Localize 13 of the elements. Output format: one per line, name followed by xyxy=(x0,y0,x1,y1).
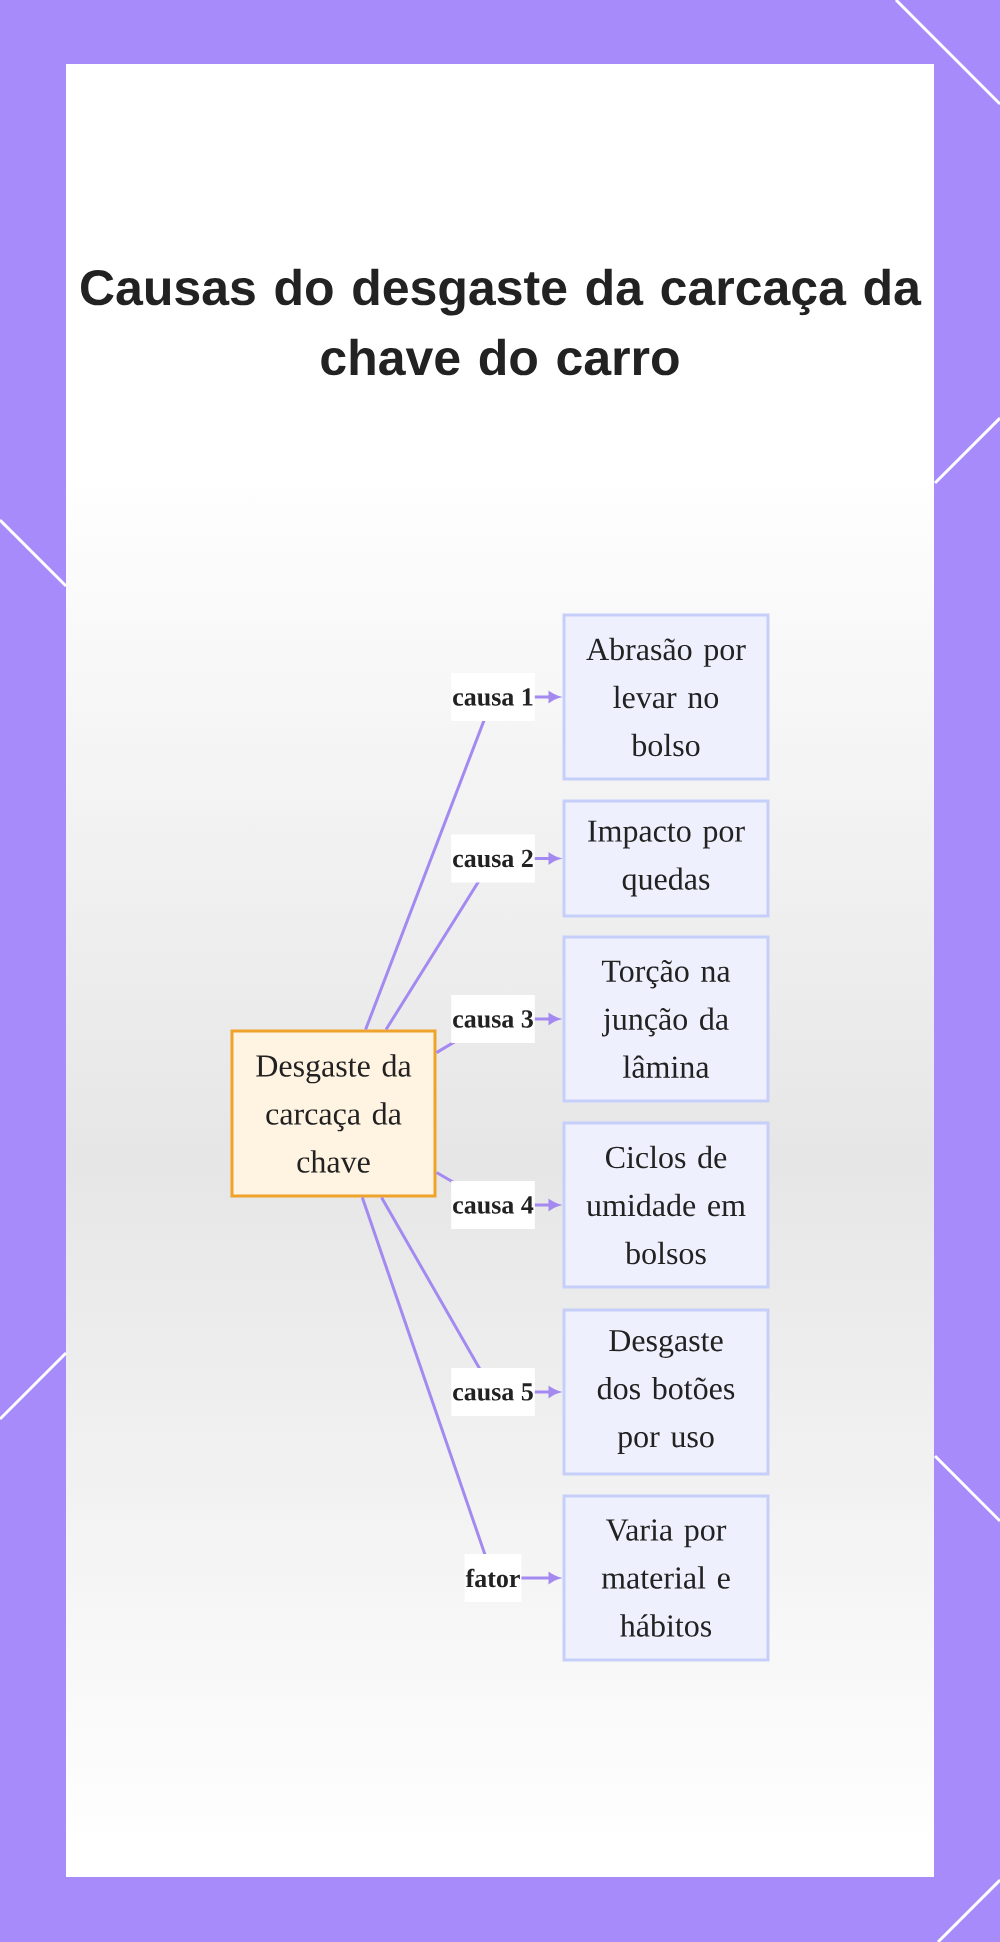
edge-label: causa 5 xyxy=(451,1368,535,1416)
process-box: Impacto por quedas xyxy=(562,799,770,918)
edge-label: causa 4 xyxy=(451,1181,535,1229)
process-box: Desgaste da carcaça da chave xyxy=(230,1029,437,1198)
process-box: Ciclos de umidade em bolsos xyxy=(562,1121,770,1289)
process-box: Desgaste dos botões por uso xyxy=(562,1308,770,1476)
process-box: Torção na junção da lâmina xyxy=(562,935,770,1103)
arrow xyxy=(360,1197,560,1584)
process-box: Abrasão por levar no bolso xyxy=(562,613,770,781)
process-box: Varia por material e hábitos xyxy=(562,1494,770,1662)
title: Causas do desgaste da carcaça da chave do carro xyxy=(81,268,922,376)
edge-label: causa 1 xyxy=(451,673,535,721)
edge-label: fator xyxy=(464,1554,522,1602)
